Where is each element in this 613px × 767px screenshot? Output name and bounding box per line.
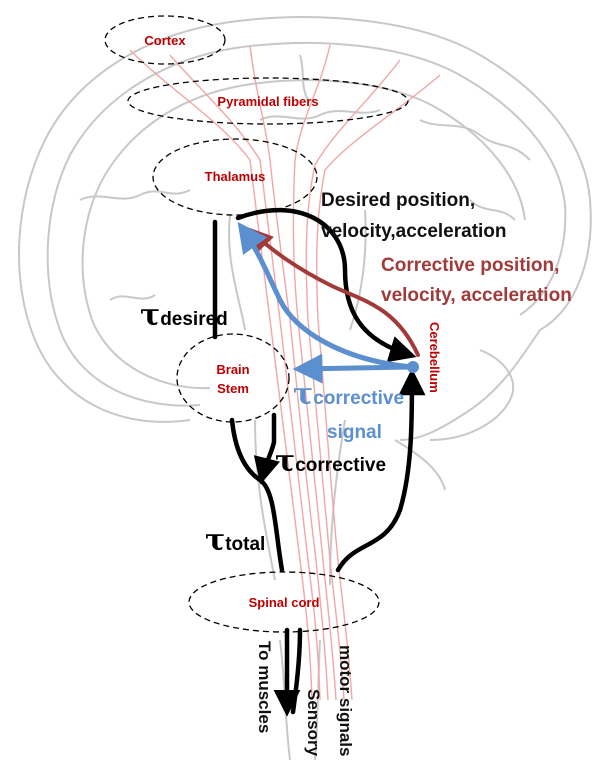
desired-label-line1: Desired position, [321, 190, 475, 211]
tau-symbol: τ [293, 377, 313, 412]
corrective-signal-word: signal [327, 422, 382, 443]
tau-corrective-sub: corrective [295, 455, 386, 476]
cerebellum-to-brainstem-blue-arrow [300, 367, 412, 369]
spinal-cord-label: Spinal cord [249, 595, 320, 610]
to-muscles-arrow-2 [293, 630, 300, 712]
corrective-label-line2: velocity, acceleration [381, 285, 572, 306]
tau-total-label: τtotal [205, 523, 265, 558]
cerebellum-label: Cerebellum [427, 322, 442, 393]
tau-symbol: τ [205, 523, 225, 558]
pyramidal-fibers-label: Pyramidal fibers [217, 94, 318, 109]
brain-stem-ellipse [177, 334, 289, 422]
to-muscles-label: To muscles [255, 641, 274, 733]
tau-corrective-signal-sub: corrective [313, 388, 404, 409]
tau-total-sub: total [225, 534, 265, 555]
desired-label-line2: velocity,acceleration [321, 221, 507, 242]
brain-stem-label-line1: Brain [216, 362, 249, 377]
tau-corrective-label: τcorrective [275, 444, 386, 479]
corrective-label-line1: Corrective position, [381, 255, 559, 276]
tau-corrective-arrow [262, 415, 274, 478]
tau-desired-sub: desired [160, 309, 228, 330]
motor-signals-label: motor signals [336, 645, 355, 756]
tau-corrective-signal-label: τcorrective [293, 377, 404, 412]
tau-symbol: τ [140, 298, 160, 333]
cortex-label: Cortex [144, 33, 186, 48]
cerebellum-node [407, 361, 419, 373]
tau-symbol: τ [275, 444, 295, 479]
brain-stem-label-line2: Stem [217, 381, 249, 396]
thalamus-label: Thalamus [205, 169, 266, 184]
sensory-label: Sensory [304, 689, 323, 757]
